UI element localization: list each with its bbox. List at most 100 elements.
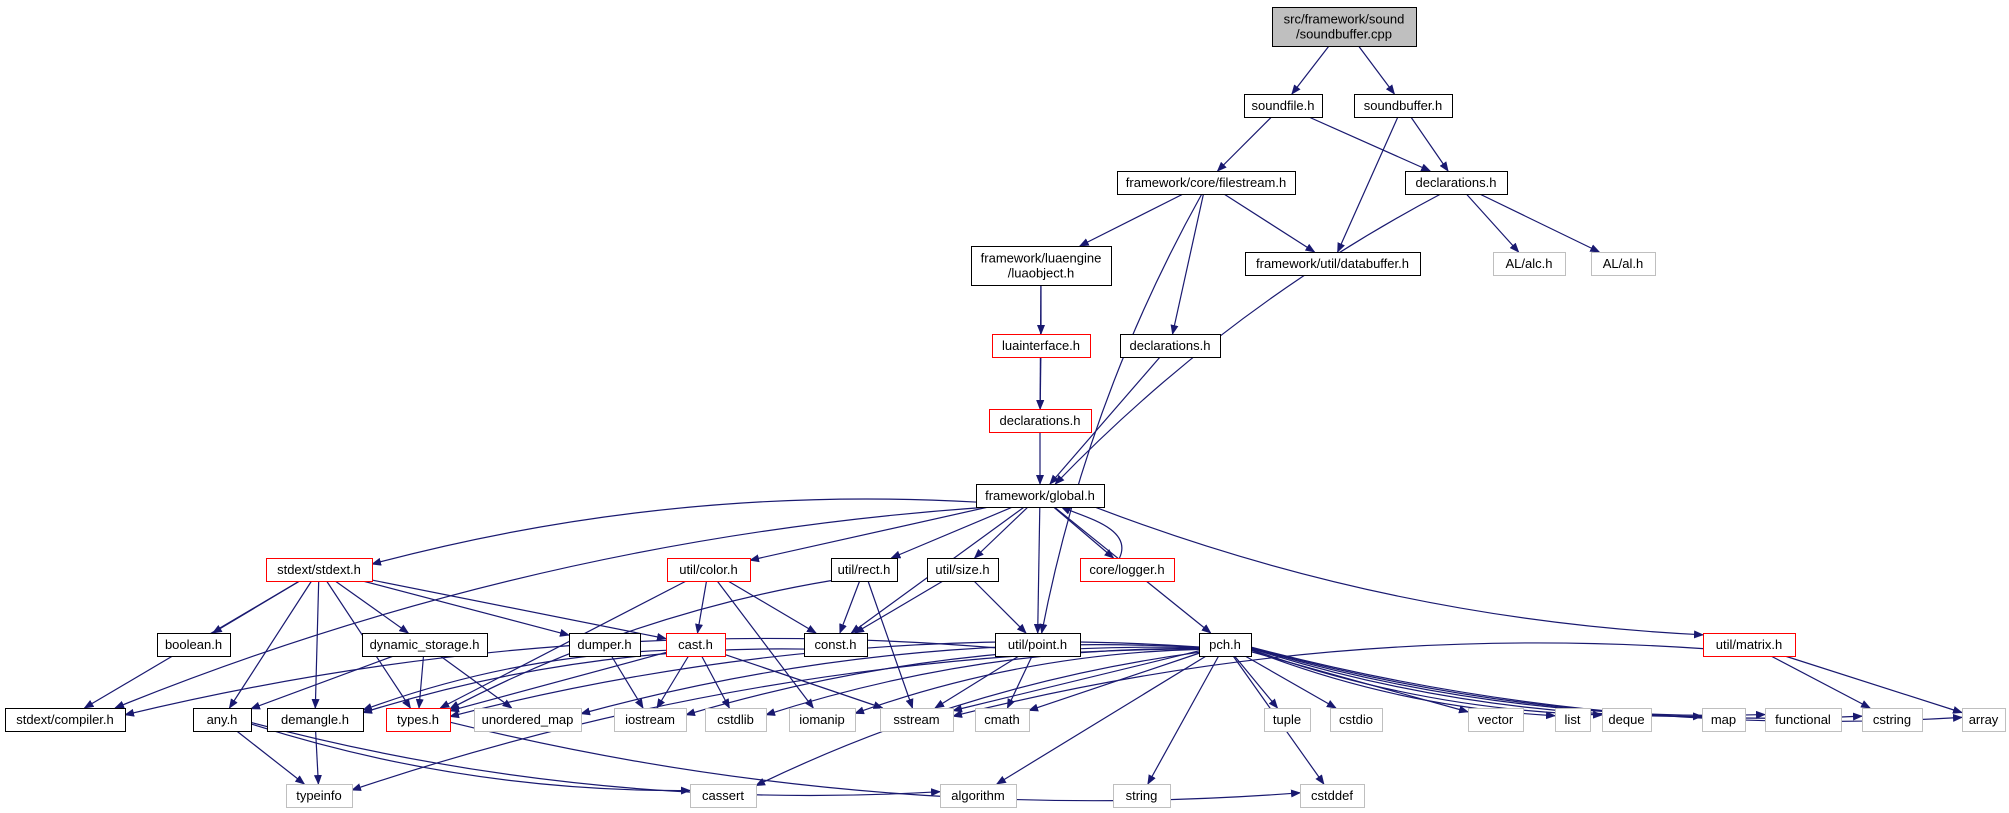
node-cstddef: cstddef (1300, 784, 1365, 808)
node-soundbuffer_h[interactable]: soundbuffer.h (1354, 94, 1453, 118)
node-label-iomanip: iomanip (799, 712, 845, 727)
edge-soundbuffer_h-to-decl1 (1410, 116, 1449, 172)
node-label-compiler: stdext/compiler.h (16, 712, 114, 727)
node-array: array (1962, 708, 2006, 732)
node-boolean[interactable]: boolean.h (157, 633, 231, 657)
edge-color-to-iomanip (716, 580, 814, 709)
node-types[interactable]: types.h (386, 708, 451, 732)
node-box-typeinfo (286, 784, 353, 808)
node-logger[interactable]: core/logger.h (1080, 558, 1175, 582)
node-consth[interactable]: const.h (804, 633, 868, 657)
node-box-cmath (975, 708, 1030, 732)
node-cassert: cassert (690, 784, 757, 808)
edge-soundfile-to-decl1 (1308, 116, 1432, 172)
node-root[interactable]: src/framework/sound/soundbuffer.cpp (1272, 7, 1417, 47)
edge-stdext-to-cast (371, 579, 667, 641)
edge-matrix-to-cstring (1770, 655, 1871, 709)
node-box-matrix (1703, 633, 1796, 657)
edge-stdext-to-boolean (211, 580, 301, 634)
edge-stdext-to-any (228, 580, 313, 709)
node-dumper[interactable]: dumper.h (569, 633, 641, 657)
node-label-luainterface: luainterface.h (1002, 338, 1080, 353)
edge-global-to-compiler (114, 506, 990, 709)
node-dynstorage[interactable]: dynamic_storage.h (362, 633, 488, 657)
node-label-cassert: cassert (702, 788, 744, 803)
edge-pch-to-algorithm (995, 655, 1207, 785)
node-label-functional: functional (1775, 712, 1831, 727)
node-soundfile[interactable]: soundfile.h (1244, 94, 1323, 118)
node-box-alc (1493, 252, 1566, 276)
node-decl2[interactable]: declarations.h (1120, 334, 1221, 358)
edge-soundfile-to-filestream (1216, 116, 1272, 172)
node-cast[interactable]: cast.h (666, 633, 726, 657)
node-box-filestream (1117, 171, 1296, 195)
node-box-deque (1602, 708, 1652, 732)
node-label-list: list (1565, 712, 1581, 727)
node-box-types (386, 708, 451, 732)
node-color[interactable]: util/color.h (667, 558, 751, 582)
node-pch[interactable]: pch.h (1199, 633, 1252, 657)
node-label-typeinfo: typeinfo (296, 788, 342, 803)
edge-pch-to-tuple (1234, 655, 1279, 709)
node-string: string (1113, 784, 1171, 808)
node-box-cast (666, 633, 726, 657)
edge-root-to-soundbuffer_h (1358, 45, 1396, 95)
node-decl1[interactable]: declarations.h (1405, 171, 1508, 195)
edge-point-to-cmath (1006, 655, 1033, 709)
node-label-deque: deque (1608, 712, 1644, 727)
node-label-cstring: cstring (1873, 712, 1911, 727)
node-map: map (1702, 708, 1746, 732)
node-box-soundfile (1244, 94, 1323, 118)
node-point[interactable]: util/point.h (995, 633, 1081, 657)
node-filestream[interactable]: framework/core/filestream.h (1117, 171, 1296, 195)
node-label-root: src/framework/sound/soundbuffer.cpp (1284, 12, 1405, 42)
node-global[interactable]: framework/global.h (976, 484, 1105, 508)
node-cstring: cstring (1862, 708, 1923, 732)
node-stdext[interactable]: stdext/stdext.h (266, 558, 373, 582)
node-label-filestream: framework/core/filestream.h (1126, 175, 1286, 190)
edge-cast-to-sstream (724, 653, 884, 709)
node-label-rect: util/rect.h (838, 562, 891, 577)
edge-any-to-cassert (250, 723, 691, 795)
node-decl3[interactable]: declarations.h (989, 409, 1092, 433)
node-size[interactable]: util/size.h (927, 558, 999, 582)
node-cstdio: cstdio (1330, 708, 1383, 732)
node-box-tuple (1264, 708, 1311, 732)
node-label-cstddef: cstddef (1311, 788, 1353, 803)
edge-dumper-to-iostream (610, 655, 644, 709)
node-label-map: map (1711, 712, 1736, 727)
node-box-cassert (690, 784, 757, 808)
node-label-point: util/point.h (1008, 637, 1067, 652)
node-box-size (927, 558, 999, 582)
node-box-global (976, 484, 1105, 508)
edge-stdext-to-demangle (311, 580, 320, 709)
edge-consth-to-demangle (362, 648, 805, 714)
node-box-any (193, 708, 252, 732)
edge-soundbuffer_h-to-databuffer (1337, 116, 1399, 253)
node-luaobject[interactable]: framework/luaengine/luaobject.h (971, 246, 1112, 286)
node-rect[interactable]: util/rect.h (831, 558, 898, 582)
node-matrix[interactable]: util/matrix.h (1703, 633, 1796, 657)
node-demangle[interactable]: demangle.h (267, 708, 364, 732)
edge-pch-to-map (1250, 647, 1703, 721)
node-label-al: AL/al.h (1603, 256, 1643, 271)
edge-pch-to-unordered_map (580, 644, 1200, 716)
node-compiler[interactable]: stdext/compiler.h (5, 708, 126, 732)
node-label-vector: vector (1478, 712, 1514, 727)
node-functional: functional (1765, 708, 1842, 732)
node-box-cstddef (1300, 784, 1365, 808)
node-box-algorithm (940, 784, 1017, 808)
node-label-tuple: tuple (1273, 712, 1301, 727)
node-tuple: tuple (1264, 708, 1311, 732)
node-box-al (1591, 252, 1656, 276)
node-label-decl2: declarations.h (1130, 338, 1211, 353)
edge-dynstorage-to-any (250, 655, 394, 710)
node-box-decl1 (1405, 171, 1508, 195)
node-databuffer[interactable]: framework/util/databuffer.h (1245, 252, 1421, 276)
node-box-iomanip (789, 708, 856, 732)
node-any[interactable]: any.h (193, 708, 252, 732)
node-luainterface[interactable]: luainterface.h (992, 334, 1091, 358)
node-label-unordered_map: unordered_map (482, 712, 574, 727)
node-label-string: string (1126, 788, 1158, 803)
